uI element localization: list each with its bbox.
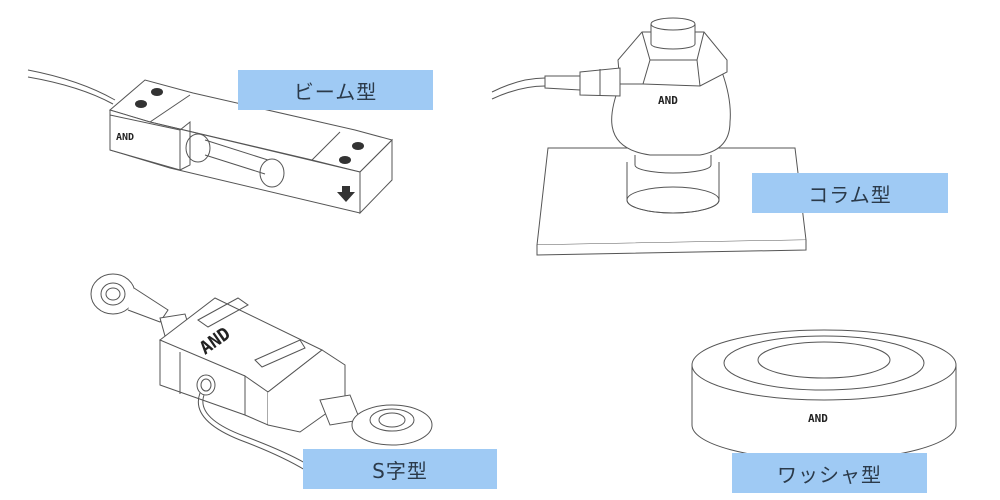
washer-brand-mark: AND xyxy=(808,412,828,425)
column-load-cell-drawing: AND xyxy=(491,17,807,256)
s-type-label: S字型 xyxy=(303,449,497,489)
s-type-load-cell-drawing: AND xyxy=(90,273,433,471)
washer-type-label: ワッシャ型 xyxy=(732,453,927,493)
beam-load-cell-drawing: AND xyxy=(27,69,393,215)
column-brand-mark: AND xyxy=(658,94,678,107)
beam-brand-mark: AND xyxy=(116,132,134,143)
washer-load-cell-drawing: AND xyxy=(691,329,957,461)
column-type-label: コラム型 xyxy=(752,173,948,213)
beam-type-label: ビーム型 xyxy=(238,70,433,110)
